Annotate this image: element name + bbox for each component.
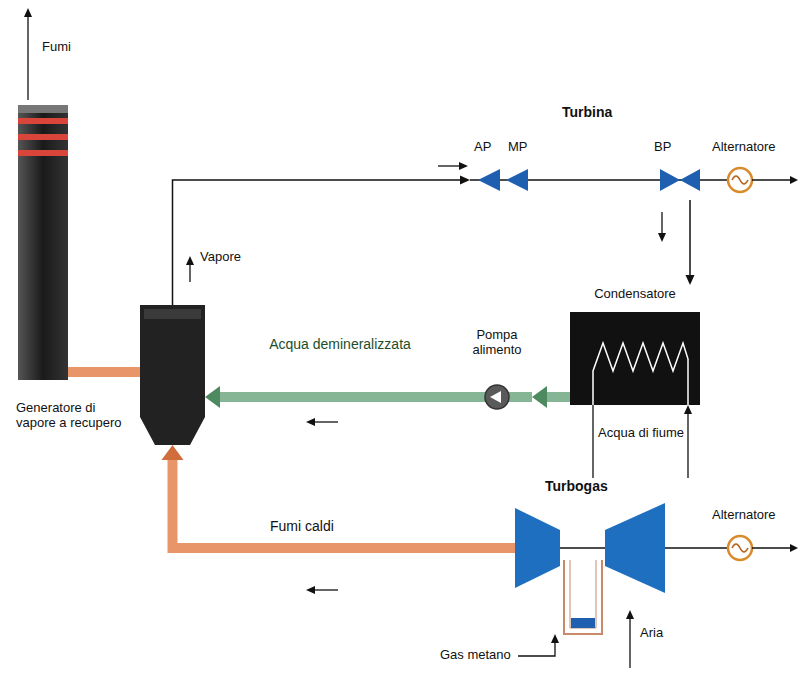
node-label: Pompa alimento xyxy=(462,328,532,358)
annotation-label: Aria xyxy=(640,626,663,641)
node-label: Turbina xyxy=(562,104,612,120)
node-label: Condensatore xyxy=(570,287,700,302)
flow-line xyxy=(546,392,570,402)
flow-line xyxy=(689,200,691,276)
arrow-head xyxy=(532,386,547,408)
stage-label: MP xyxy=(508,140,528,155)
flow-connector xyxy=(205,386,462,408)
flow-label: Vapore xyxy=(200,250,241,265)
gas-turbine-shape xyxy=(515,478,665,593)
flow-line xyxy=(219,392,462,402)
flow-line xyxy=(173,180,462,305)
generator: Alternatore xyxy=(712,140,800,200)
flow-connector xyxy=(686,200,695,285)
flow-label: Acqua demineralizzata xyxy=(262,336,418,352)
stage-label: AP xyxy=(474,140,491,155)
arrow-head xyxy=(460,176,470,185)
annotation-label: Acqua di fiume xyxy=(598,426,684,441)
heat-recovery-steam-generator-shape xyxy=(140,305,205,445)
node-label: Generatore di vapore a recupero xyxy=(16,401,124,431)
arrow-head xyxy=(205,386,220,408)
arrow-head xyxy=(686,275,695,285)
flow-connector xyxy=(702,180,712,181)
condenser-shape xyxy=(570,285,700,405)
flow-label: Fumi caldi xyxy=(270,518,334,534)
stage-label: BP xyxy=(654,140,671,155)
annotation-label: Fumi xyxy=(42,40,71,55)
flow-connector xyxy=(173,176,471,306)
flow-connector xyxy=(162,445,516,548)
node-label: Alternatore xyxy=(712,140,776,155)
feed-pump: Pompa alimento xyxy=(462,328,532,410)
flow-line xyxy=(665,547,712,549)
gas-turbine: Turbogas xyxy=(515,478,665,593)
heat-recovery-steam-generator: Generatore di vapore a recupero xyxy=(140,305,205,445)
steam-turbine: TurbinaAP MP BP xyxy=(470,100,702,200)
flow-line xyxy=(173,459,516,548)
flow-line xyxy=(702,179,712,181)
flow-connector xyxy=(532,386,570,408)
condenser: Condensatore xyxy=(570,285,700,405)
arrow-head xyxy=(162,445,184,460)
generator: Alternatore xyxy=(712,508,800,568)
annotation-label: Gas metano xyxy=(440,648,511,663)
node-label: Turbogas xyxy=(545,478,608,494)
flow-connector xyxy=(665,548,712,549)
node-label: Alternatore xyxy=(712,508,776,523)
